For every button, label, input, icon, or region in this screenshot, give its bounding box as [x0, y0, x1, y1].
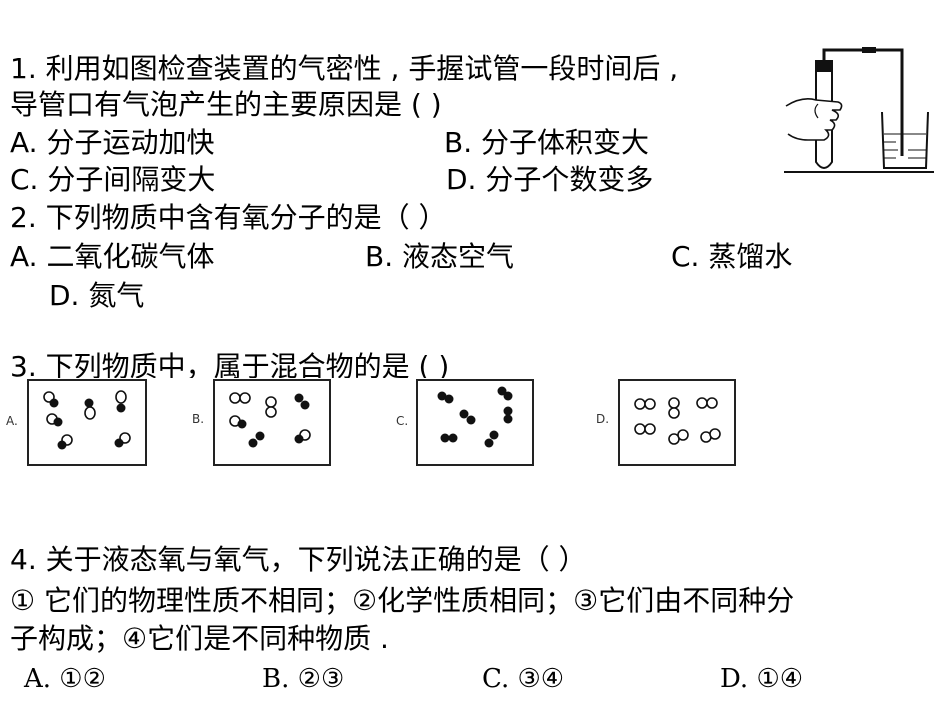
q3-diagram-b	[213, 379, 331, 466]
q2-option-b: B. 液态空气	[365, 240, 515, 273]
q1-option-a: A. 分子运动加快	[10, 126, 215, 159]
q3-diagram-a	[27, 379, 147, 466]
q2-option-d: D. 氮气	[49, 279, 145, 312]
q4-option-d: D. ①④	[720, 664, 804, 694]
q2-stem: 2. 下列物质中含有氧分子的是（ ）	[10, 201, 447, 234]
q4-stem: 4. 关于液态氧与氧气，下列说法正确的是（ ）	[10, 543, 587, 576]
q3-stem: 3. 下列物质中，属于混合物的是 ( )	[10, 350, 450, 378]
q3-diagram-d	[618, 379, 736, 466]
q3-diagram-c	[416, 379, 534, 466]
q1-stem-line1: 1. 利用如图检查装置的气密性 , 手握试管一段时间后 ,	[10, 52, 679, 85]
q4-statement-line1: ① 它们的物理性质不相同；②化学性质相同；③它们由不同种分	[10, 584, 795, 617]
q1-option-b: B. 分子体积变大	[444, 126, 650, 159]
q3-label-a: A.	[6, 414, 18, 428]
q1-option-d: D. 分子个数变多	[446, 163, 654, 196]
apparatus-illustration	[778, 44, 938, 180]
q3-label-c: C.	[396, 414, 409, 428]
q4-option-a: A. ①②	[24, 664, 106, 694]
q2-option-c: C. 蒸馏水	[671, 240, 793, 273]
q4-option-b: B. ②③	[262, 664, 345, 694]
q1-stem-line2: 导管口有气泡产生的主要原因是 ( )	[10, 88, 442, 121]
q3-label-d: D.	[596, 412, 610, 426]
q2-option-a: A. 二氧化碳气体	[10, 240, 215, 273]
q3-label-b: B.	[192, 412, 205, 426]
q3-stem-clip: 3. 下列物质中，属于混合物的是 ( )	[0, 350, 540, 378]
q4-option-c: C. ③④	[482, 664, 565, 694]
q4-statement-line2: 子构成；④它们是不同种物质 .	[10, 622, 389, 655]
q1-option-c: C. 分子间隔变大	[10, 163, 216, 196]
